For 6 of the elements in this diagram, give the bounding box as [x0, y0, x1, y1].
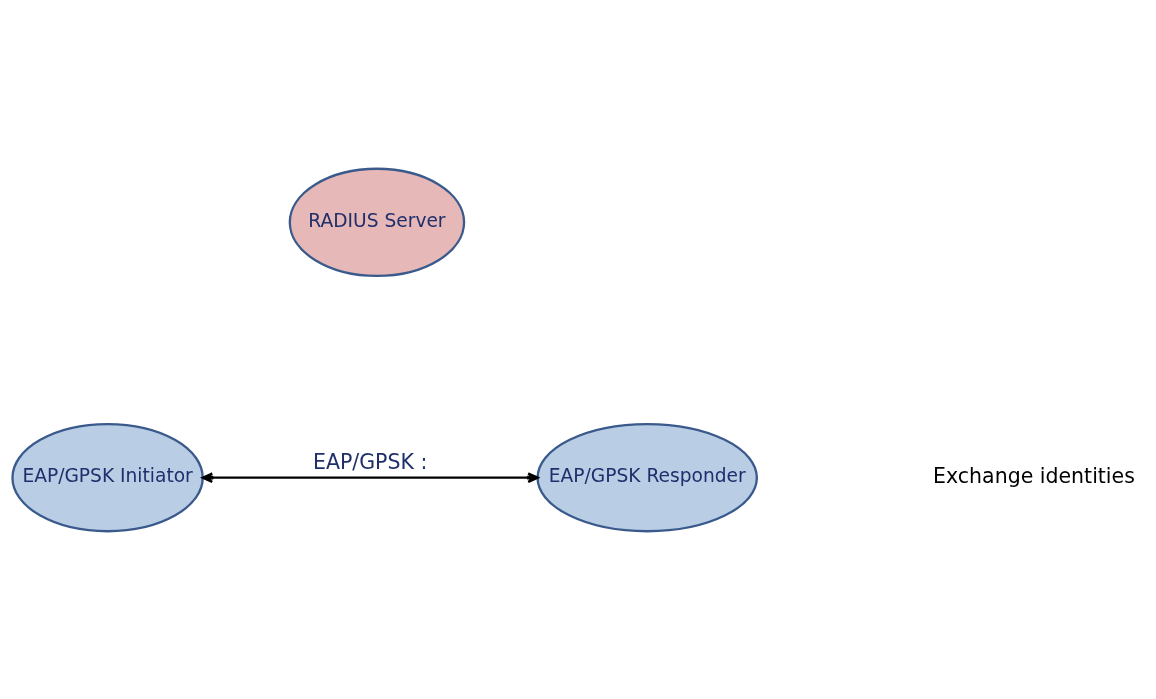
node-ellipse: EAP/GPSK Responder: [536, 422, 758, 532]
edge-label: EAP/GPSK :: [312, 449, 428, 474]
arrow: [201, 471, 539, 483]
label: Exchange identities: [933, 463, 1135, 488]
node-ellipse: RADIUS Server: [288, 167, 466, 277]
node-ellipse: EAP/GPSK Initiator: [11, 422, 204, 532]
